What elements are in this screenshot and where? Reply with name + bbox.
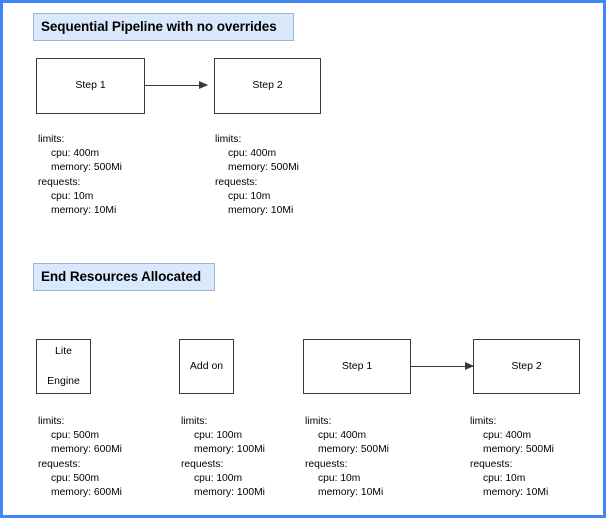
arrow-top-step1-to-step2 xyxy=(145,81,208,89)
requests-label: requests: xyxy=(215,176,258,188)
node-add-on[interactable]: Add on xyxy=(179,339,234,394)
requests-cpu: cpu: 100m xyxy=(194,472,243,484)
limits-memory: memory: 500Mi xyxy=(51,162,122,174)
requests-label: requests: xyxy=(305,458,348,470)
section-title-end-resources-allocated: End Resources Allocated xyxy=(33,263,215,291)
resources-top-step-1: limits: cpu: 400m memory: 500Mi requests… xyxy=(38,133,122,218)
limits-memory: memory: 500Mi xyxy=(483,444,554,456)
node-label: Step 2 xyxy=(511,359,542,372)
node-label-line-2: Engine xyxy=(47,375,80,388)
limits-memory: memory: 500Mi xyxy=(318,444,389,456)
limits-cpu: cpu: 400m xyxy=(483,430,532,442)
requests-memory: memory: 600Mi xyxy=(51,487,122,499)
requests-cpu: cpu: 10m xyxy=(483,472,526,484)
requests-cpu: cpu: 10m xyxy=(51,190,94,202)
limits-memory: memory: 100Mi xyxy=(194,444,265,456)
resources-top-step-2: limits: cpu: 400m memory: 500Mi requests… xyxy=(215,133,299,218)
limits-cpu: cpu: 100m xyxy=(194,430,243,442)
requests-memory: memory: 10Mi xyxy=(483,487,549,499)
resources-bottom-step-1: limits: cpu: 400m memory: 500Mi requests… xyxy=(305,415,389,500)
node-top-step-2[interactable]: Step 2 xyxy=(214,58,321,114)
requests-memory: memory: 10Mi xyxy=(318,487,384,499)
limits-cpu: cpu: 400m xyxy=(51,148,100,160)
node-label: Step 1 xyxy=(75,79,106,92)
resources-lite-engine: limits: cpu: 500m memory: 600Mi requests… xyxy=(38,415,122,500)
node-label-line-1: Lite xyxy=(55,344,72,357)
requests-label: requests: xyxy=(470,458,513,470)
requests-label: requests: xyxy=(38,458,81,470)
node-label: Add on xyxy=(189,359,224,372)
limits-label: limits: xyxy=(38,134,65,145)
requests-cpu: cpu: 500m xyxy=(51,472,100,484)
node-label: Step 1 xyxy=(341,359,373,372)
limits-label: limits: xyxy=(38,416,65,427)
arrow-bottom-step1-to-step2 xyxy=(411,362,474,370)
node-bottom-step-1[interactable]: Step 1 xyxy=(303,339,411,394)
requests-memory: memory: 10Mi xyxy=(228,205,294,217)
requests-cpu: cpu: 10m xyxy=(228,190,271,202)
limits-label: limits: xyxy=(305,416,332,427)
requests-label: requests: xyxy=(181,458,224,470)
limits-cpu: cpu: 400m xyxy=(228,148,277,160)
node-label: Step 2 xyxy=(252,79,283,92)
limits-cpu: cpu: 500m xyxy=(51,430,100,442)
node-bottom-step-2[interactable]: Step 2 xyxy=(473,339,580,394)
limits-memory: memory: 600Mi xyxy=(51,444,122,456)
resources-bottom-step-2: limits: cpu: 400m memory: 500Mi requests… xyxy=(470,415,554,500)
requests-memory: memory: 10Mi xyxy=(51,205,117,217)
resources-add-on: limits: cpu: 100m memory: 100Mi requests… xyxy=(181,415,265,500)
limits-label: limits: xyxy=(470,416,497,427)
requests-label: requests: xyxy=(38,176,81,188)
limits-memory: memory: 500Mi xyxy=(228,162,299,174)
node-top-step-1[interactable]: Step 1 xyxy=(36,58,145,114)
requests-memory: memory: 100Mi xyxy=(194,487,265,499)
limits-label: limits: xyxy=(181,416,208,427)
limits-label: limits: xyxy=(215,134,242,145)
limits-cpu: cpu: 400m xyxy=(318,430,367,442)
requests-cpu: cpu: 10m xyxy=(318,472,361,484)
section-title-sequential-pipeline: Sequential Pipeline with no overrides xyxy=(33,13,294,41)
